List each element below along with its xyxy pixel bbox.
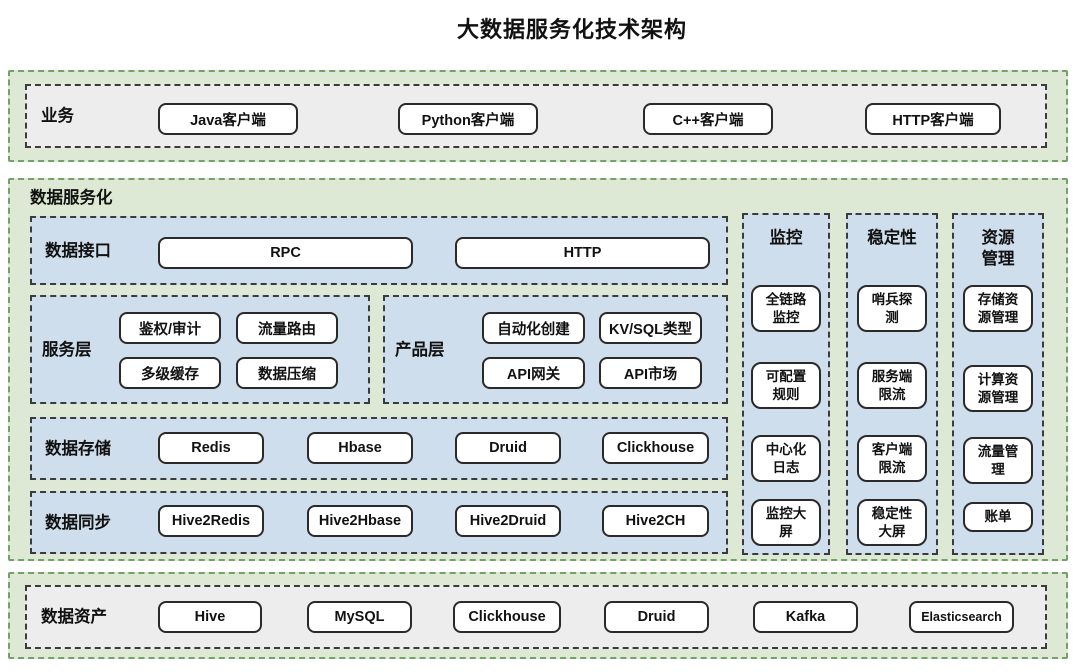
node-configurable-rules: 可配置 规则 [751, 362, 821, 410]
node-server-rate-limit: 服务端 限流 [857, 362, 927, 410]
node-billing: 账单 [963, 502, 1033, 532]
data-interface-label: 数据接口 [45, 242, 111, 260]
node-hive2druid: Hive2Druid [455, 505, 561, 537]
monitoring-label: 监控 [769, 229, 803, 247]
node-monitoring-dashboard: 监控大 屏 [751, 499, 821, 547]
node-traffic-routing: 流量路由 [236, 312, 338, 344]
node-kafka: Kafka [753, 601, 858, 633]
node-mysql: MySQL [307, 601, 412, 633]
node-api-market: API市场 [599, 357, 702, 389]
node-druid-asset: Druid [604, 601, 709, 633]
node-auth-audit: 鉴权/审计 [119, 312, 221, 344]
node-rpc: RPC [158, 237, 413, 269]
node-redis: Redis [158, 432, 264, 464]
node-centralized-logs: 中心化 日志 [751, 435, 821, 483]
page-title: 大数据服务化技术架构 [456, 17, 687, 42]
business-label: 业务 [41, 107, 74, 125]
node-storage-resource-mgmt: 存储资 源管理 [963, 285, 1033, 333]
data-storage-label: 数据存储 [45, 440, 111, 458]
node-api-gateway: API网关 [482, 357, 585, 389]
node-client-rate-limit: 客户端 限流 [857, 435, 927, 483]
node-cpp-client: C++客户端 [643, 103, 773, 135]
service-layer-label: 服务层 [42, 341, 92, 359]
node-druid: Druid [455, 432, 561, 464]
node-fulllink-monitoring: 全链路 监控 [751, 285, 821, 333]
data-assets-label: 数据资产 [41, 608, 107, 626]
col-stability: 稳定性 哨兵探 测 服务端 限流 客户端 限流 稳定性 大屏 [846, 213, 938, 555]
node-http-client: HTTP客户端 [865, 103, 1001, 135]
node-sentinel-probe: 哨兵探 测 [857, 285, 927, 333]
node-compute-resource-mgmt: 计算资 源管理 [963, 365, 1033, 413]
stability-label: 稳定性 [867, 229, 917, 247]
data-service-label: 数据服务化 [30, 189, 113, 207]
node-clickhouse: Clickhouse [602, 432, 709, 464]
node-clickhouse-asset: Clickhouse [453, 601, 561, 633]
node-java-client: Java客户端 [158, 103, 298, 135]
col-resource-mgmt: 资源 管理 存储资 源管理 计算资 源管理 流量管 理 账单 [952, 213, 1044, 555]
node-http: HTTP [455, 237, 710, 269]
node-elasticsearch: Elasticsearch [909, 601, 1014, 633]
node-kv-sql-type: KV/SQL类型 [599, 312, 702, 344]
node-python-client: Python客户端 [398, 103, 538, 135]
node-auto-create: 自动化创建 [482, 312, 585, 344]
node-hbase: Hbase [307, 432, 413, 464]
node-hive: Hive [158, 601, 262, 633]
node-multilevel-cache: 多级缓存 [119, 357, 221, 389]
data-sync-label: 数据同步 [45, 514, 111, 532]
node-traffic-mgmt: 流量管 理 [963, 437, 1033, 485]
node-stability-dashboard: 稳定性 大屏 [857, 499, 927, 547]
product-layer-label: 产品层 [395, 341, 445, 359]
node-data-compression: 数据压缩 [236, 357, 338, 389]
node-hive2hbase: Hive2Hbase [307, 505, 413, 537]
col-monitoring: 监控 全链路 监控 可配置 规则 中心化 日志 监控大 屏 [742, 213, 830, 555]
node-hive2redis: Hive2Redis [158, 505, 264, 537]
resource-mgmt-label: 资源 管理 [981, 229, 1015, 269]
node-hive2ch: Hive2CH [602, 505, 709, 537]
